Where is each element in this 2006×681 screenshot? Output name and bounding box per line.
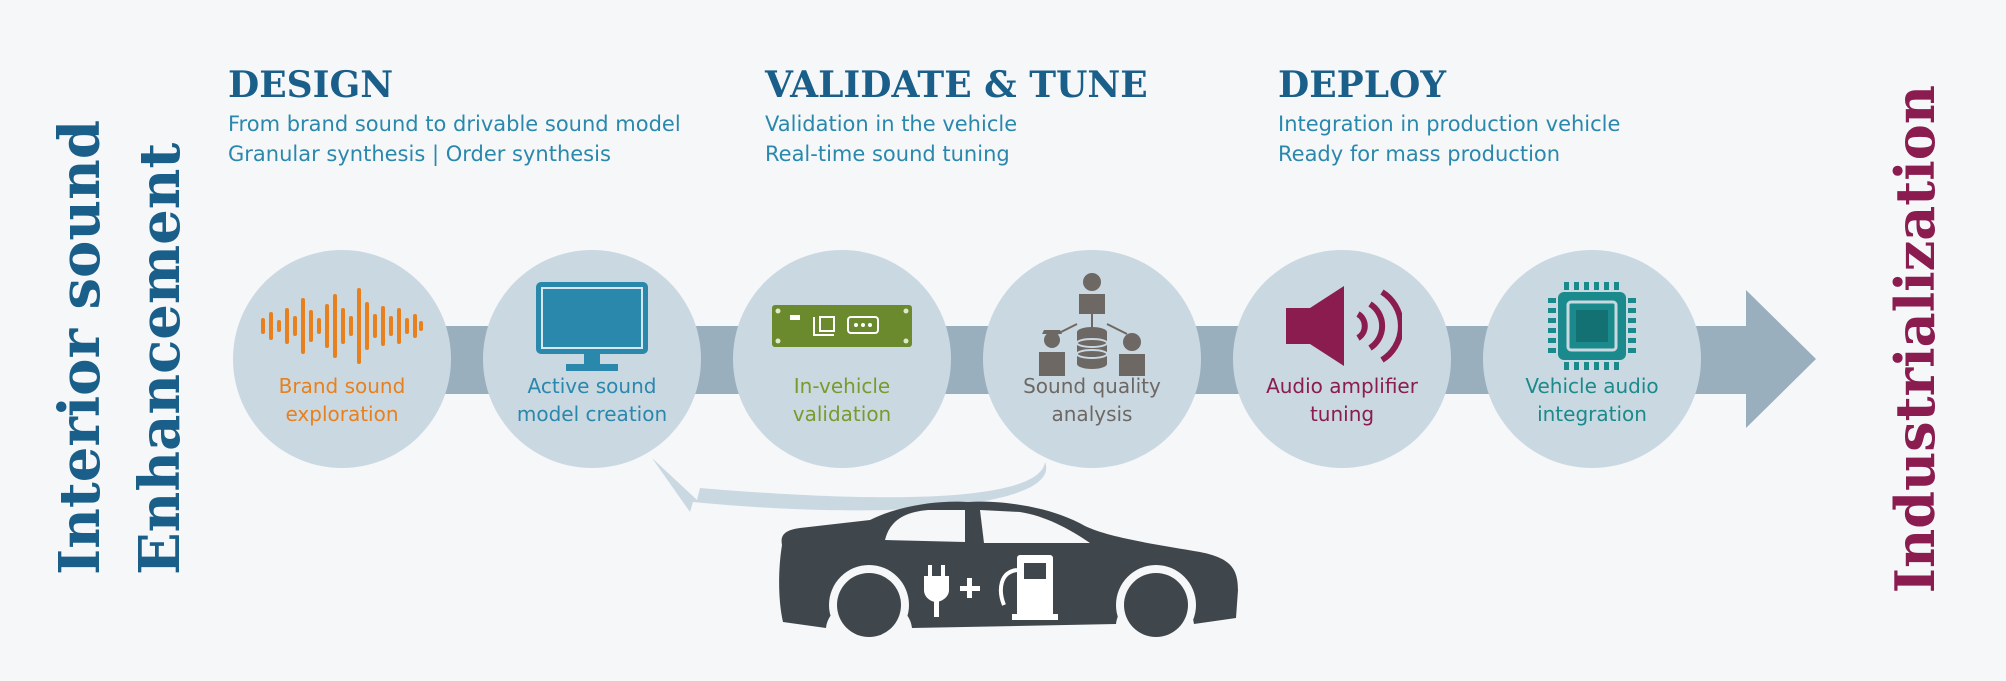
- circuit-board-icon: [772, 305, 912, 347]
- people-database-icon: [1039, 273, 1145, 376]
- phase-validate-line-1: Validation in the vehicle: [765, 112, 1018, 136]
- phase-design-line-2: Granular synthesis | Order synthesis: [228, 142, 611, 166]
- step-label-line-1: Audio amplifier: [1266, 374, 1418, 398]
- step-brand-sound-exploration: Brand sound exploration: [233, 250, 451, 468]
- step-audio-amplifier-tuning: Audio amplifier tuning: [1233, 250, 1451, 468]
- speaker-icon: [1286, 286, 1402, 366]
- step-label-line-2: analysis: [1051, 402, 1133, 426]
- step-label-line-2: validation: [792, 402, 892, 426]
- phase-heading-validate: VALIDATE & TUNE: [765, 64, 1148, 106]
- step-in-vehicle-validation: In-vehicle validation: [733, 250, 951, 468]
- industrialization-title: Industrialization: [1883, 85, 1947, 594]
- step-label-line-1: Brand sound: [278, 374, 406, 398]
- title-line-2: Enhancement: [127, 142, 193, 575]
- fuel-pump-icon: [998, 555, 1058, 620]
- step-sound-quality-analysis: Sound quality analysis: [983, 250, 1201, 468]
- step-label-line-1: Vehicle audio: [1525, 374, 1659, 398]
- step-label-line-1: In-vehicle: [793, 374, 891, 398]
- phase-heading-design: DESIGN: [228, 64, 394, 106]
- title-line-1: Interior sound: [47, 120, 113, 575]
- car-icon: [779, 501, 1238, 645]
- step-vehicle-audio-integration: Vehicle audio integration: [1483, 250, 1701, 468]
- chip-icon: [1548, 282, 1636, 370]
- feedback-loop-arrow: [652, 458, 1047, 512]
- sound-waveform-icon: [261, 288, 423, 364]
- phase-deploy-line-1: Integration in production vehicle: [1278, 112, 1621, 136]
- step-label-line-2: integration: [1537, 402, 1647, 426]
- phase-validate-line-2: Real-time sound tuning: [765, 142, 1010, 166]
- interior-sound-title: Interior sound Enhancement: [40, 120, 200, 575]
- monitor-icon: [536, 282, 648, 371]
- step-label-line-1: Active sound: [527, 374, 657, 398]
- step-label-line-2: exploration: [285, 402, 399, 426]
- step-label-line-2: model creation: [516, 402, 668, 426]
- step-label-line-1: Sound quality: [1023, 374, 1161, 398]
- step-label-line-2: tuning: [1309, 402, 1375, 426]
- step-active-sound-model-creation: Active sound model creation: [483, 250, 701, 468]
- phase-deploy-line-2: Ready for mass production: [1278, 142, 1561, 166]
- phase-design-line-1: From brand sound to drivable sound model: [228, 112, 681, 136]
- plug-icon: [924, 565, 949, 617]
- plus-icon: [960, 578, 980, 598]
- phase-heading-deploy: DEPLOY: [1278, 64, 1447, 106]
